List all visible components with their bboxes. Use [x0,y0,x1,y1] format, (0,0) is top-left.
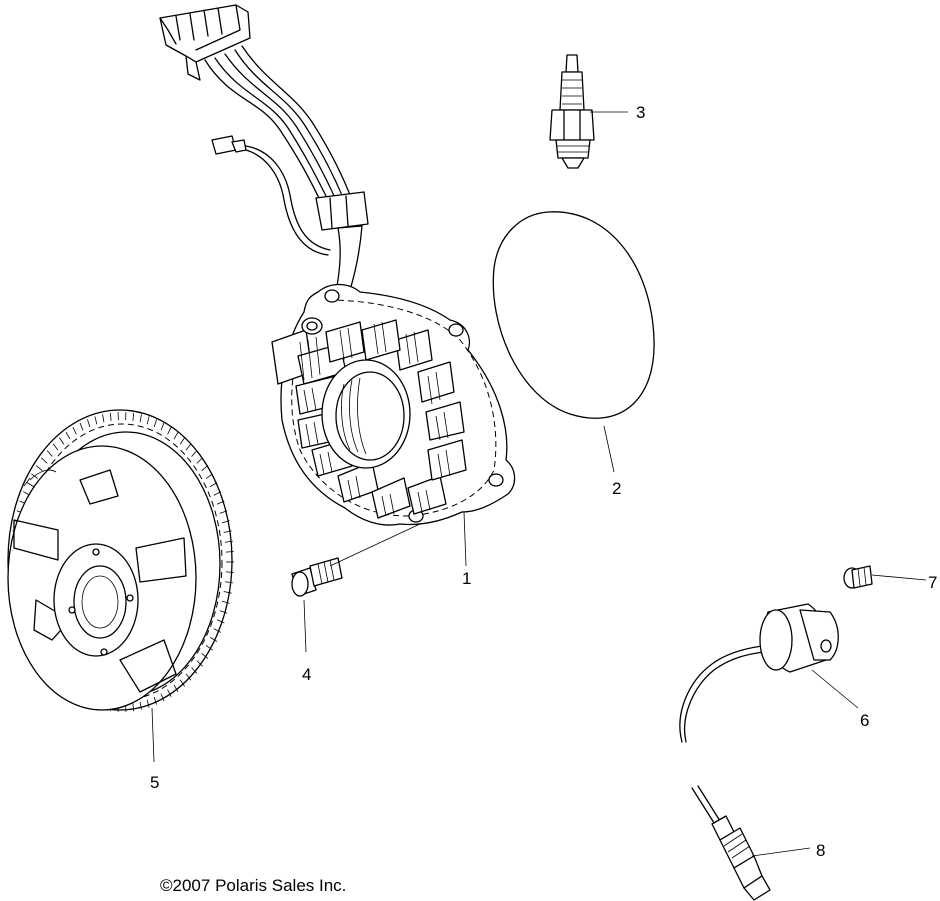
pickup-lead [211,135,331,256]
leader-lines [151,111,927,857]
callout-8: 8 [816,841,825,860]
stator-bore [321,359,411,469]
gear-tooth [59,437,65,445]
gear-tooth [102,414,105,423]
gear-tooth [167,689,172,697]
stator-assembly [159,4,516,526]
gear-tooth [191,450,198,457]
gear-tooth [225,571,234,573]
callout-6: 6 [860,711,869,730]
gear-tooth [139,414,142,423]
cover-gasket [492,211,655,419]
gear-tooth [185,673,192,681]
gear-tooth [219,610,228,614]
gear-tooth [209,482,218,488]
wire-grommet [315,191,369,231]
gear-tooth [196,660,203,667]
callout-2: 2 [612,479,621,498]
gear-tooth [46,450,53,457]
gear-tooth [216,500,225,505]
spark-plug [549,54,595,169]
gear-tooth [225,551,234,553]
gear-tooth [160,693,165,702]
gear-tooth [72,427,77,435]
temperature-sensor [691,785,771,901]
gear-tooth [185,443,192,451]
gear-tooth [209,636,218,642]
gear-tooth [52,443,59,451]
gear-tooth [94,416,98,425]
flywheel [7,409,234,712]
screw-small [843,565,873,589]
gear-tooth [221,600,230,604]
gear-tooth [201,652,209,659]
gear-tooth [223,530,232,533]
gear-tooth [179,437,185,445]
gear-tooth [196,457,203,464]
gear-tooth [65,431,71,440]
stator-bolt [291,557,343,597]
gear-tooth [224,581,233,584]
gear-tooth [87,419,91,428]
copyright-notice: ©2007 Polaris Sales Inc. [160,876,347,895]
gear-tooth [109,412,112,421]
gear-tooth [146,699,150,708]
gear-tooth [132,703,135,712]
gear-tooth [213,491,222,496]
gear-tooth [179,679,185,687]
gear-tooth [219,510,228,514]
gear-tooth [205,473,213,479]
gear-tooth [153,419,157,428]
gear-tooth [205,645,213,651]
stator-wire-harness [204,45,353,201]
gear-tooth [167,427,172,435]
gear-tooth [221,520,230,524]
gear-tooth [79,422,84,431]
gear-tooth [35,465,43,472]
crank-position-sensor [679,603,839,743]
gear-tooth [26,482,35,488]
gear-tooth [223,591,232,594]
gear-tooth [146,416,150,425]
gear-tooth [216,619,225,624]
gear-tooth [160,422,165,431]
callout-1: 1 [462,569,471,588]
callout-5: 5 [150,773,159,792]
gear-tooth [173,431,179,440]
gear-tooth [132,412,135,421]
gear-tooth [153,696,157,705]
gear-tooth [201,465,209,472]
gear-tooth [224,540,233,543]
gear-tooth [139,701,142,710]
gear-tooth [41,457,48,464]
callout-4: 4 [302,665,311,684]
gear-tooth [191,667,198,674]
stator-connector [159,4,251,81]
callout-7: 7 [928,573,937,592]
gear-tooth [213,628,222,633]
callout-3: 3 [636,103,645,122]
gear-tooth [173,684,179,693]
